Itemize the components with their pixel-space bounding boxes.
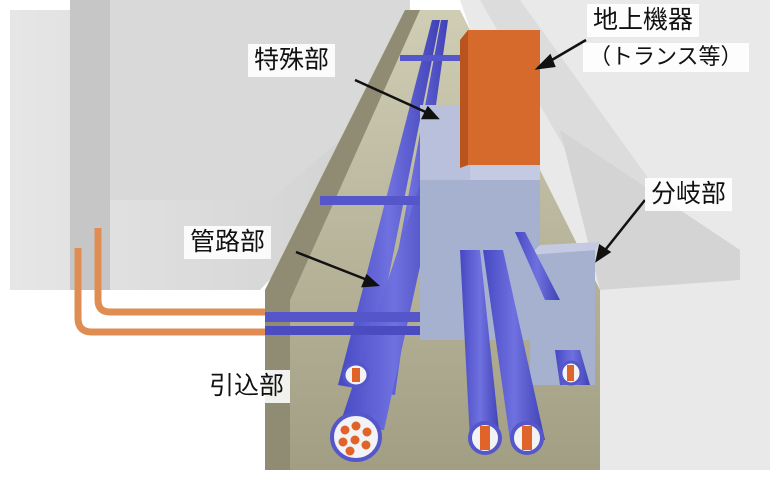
arrow-special — [354, 78, 431, 116]
label-special-section: 特殊部 — [248, 44, 336, 77]
arrow-conduit — [295, 250, 371, 283]
callout-arrows — [295, 38, 646, 288]
left-building-edge — [70, 0, 110, 290]
arrowhead-conduit — [361, 273, 381, 288]
branch-box-top — [530, 242, 600, 255]
large-pipe-3 — [515, 232, 560, 300]
lead-in-cable-2 — [74, 248, 265, 336]
pipe-opening-branch — [559, 360, 583, 386]
special-box-top — [420, 105, 470, 180]
transformer-box — [468, 30, 540, 165]
cross-pipe-lower-2 — [265, 326, 435, 335]
cross-pipe-lower-1 — [265, 312, 540, 322]
arrowhead-special — [420, 105, 440, 120]
label-conduit-section: 管路部 — [184, 226, 272, 259]
large-pipe-1 — [460, 250, 500, 440]
lead-in-cable-1 — [94, 228, 265, 316]
label-above-ground-equipment-note: （トランス等） — [583, 43, 749, 73]
label-lead-in-section: 引込部 — [203, 370, 291, 403]
arrowhead-above-ground — [534, 53, 556, 70]
arrow-branch — [601, 199, 646, 255]
cross-pipe-far — [400, 55, 470, 61]
arrowhead-branch — [595, 243, 612, 263]
cross-pipe-upper — [320, 196, 430, 205]
large-pipe-2 — [483, 250, 545, 440]
label-branch-section: 分岐部 — [645, 178, 733, 211]
pipe-opening-large-1 — [468, 421, 502, 455]
trench-left-wall — [265, 10, 420, 470]
pipe-opening-small — [342, 362, 370, 388]
label-above-ground-equipment: 地上機器 — [587, 4, 700, 37]
transformer-side — [460, 30, 468, 168]
pipe-opening-main — [330, 412, 382, 462]
pipe-opening-large-2 — [510, 421, 544, 455]
